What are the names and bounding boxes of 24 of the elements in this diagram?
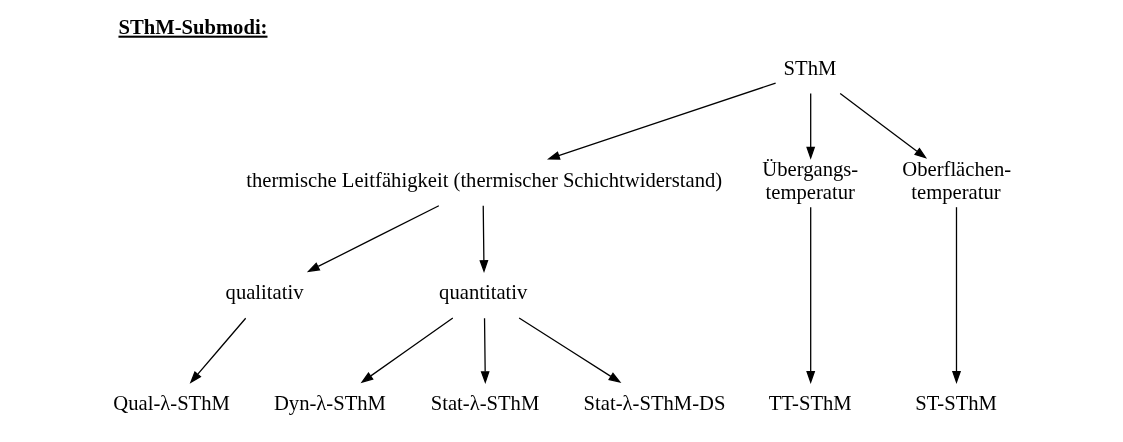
- node-text: Stat-λ-SThM-DS: [583, 392, 725, 415]
- diagram-title: SThM-Submodi:: [117, 15, 267, 38]
- node-text: SThM: [783, 56, 836, 79]
- node-text: TT-SThM: [768, 392, 852, 415]
- arrow: [478, 205, 488, 274]
- node-text: Oberflächen- temperatur: [901, 157, 1011, 203]
- node-text: quantitativ: [438, 281, 527, 304]
- arrow: [805, 206, 815, 385]
- arrow: [518, 317, 621, 384]
- arrow: [189, 317, 246, 384]
- node-text: Dyn-λ-SThM: [273, 392, 386, 415]
- node-text: Übergangs- temperatur: [761, 157, 858, 203]
- arrow: [480, 317, 490, 385]
- arrow: [839, 92, 927, 159]
- node-text: ST-SThM: [914, 392, 997, 415]
- arrow: [306, 205, 439, 273]
- node-text: thermische Leitfähigkeit (thermischer Schichtwiderstand): [245, 169, 722, 192]
- node-text: Qual-λ-SThM: [112, 392, 230, 415]
- node-text: qualitativ: [225, 281, 303, 304]
- arrow: [805, 92, 815, 160]
- node-text: Stat-λ-SThM: [430, 392, 539, 415]
- arrow: [951, 206, 961, 385]
- arrow: [360, 317, 453, 384]
- arrow: [546, 82, 776, 160]
